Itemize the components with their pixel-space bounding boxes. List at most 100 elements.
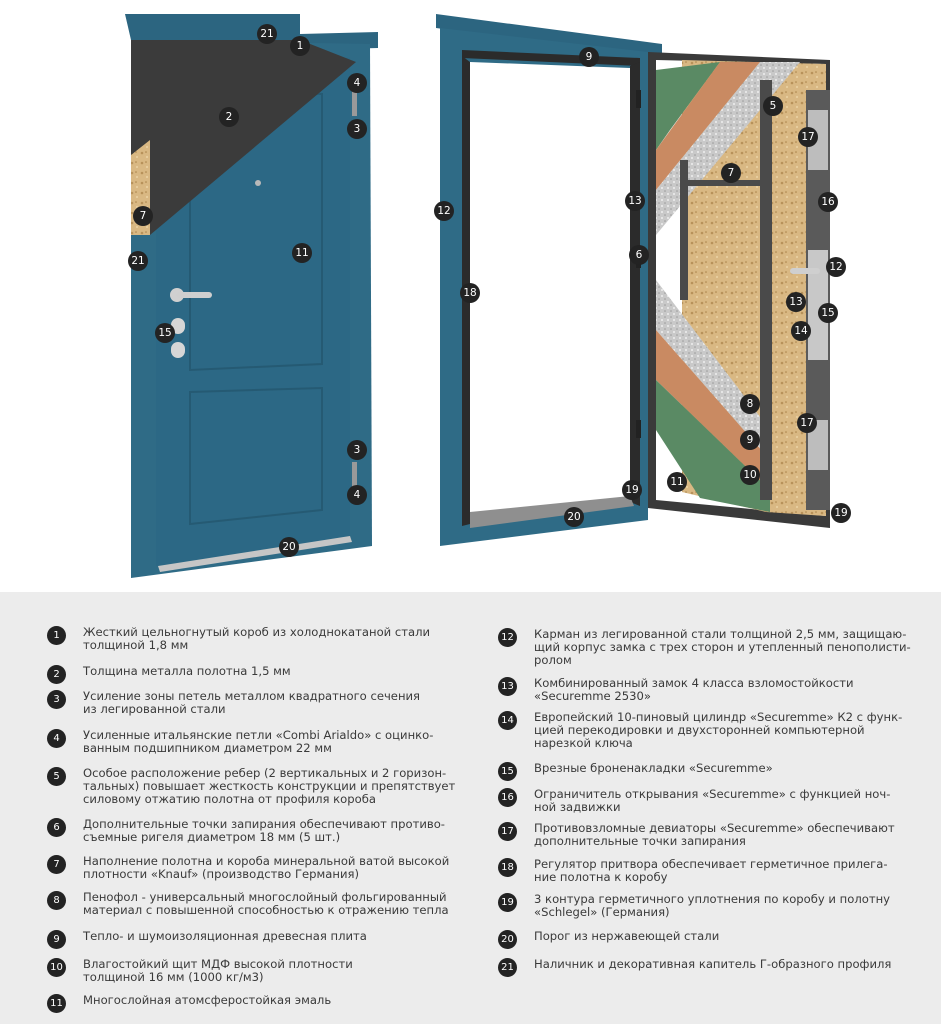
legend-number: 18 [498, 858, 517, 877]
legend-number: 21 [498, 958, 517, 977]
legend-item-8: 8 Пенофол - универсальный многослойный ф… [47, 891, 449, 917]
legend-item-14: 14 Европейский 10-пиновый цилиндр «Secur… [498, 711, 902, 750]
marker-17: 17 [797, 413, 817, 433]
marker-3: 3 [347, 440, 367, 460]
marker-18: 18 [460, 283, 480, 303]
marker-19: 19 [831, 503, 851, 523]
vertical-rib-2 [680, 160, 688, 300]
legend-text: Карман из легированной стали толщиной 2,… [534, 627, 911, 667]
legend-number: 8 [47, 891, 66, 910]
legend-number: 16 [498, 788, 517, 807]
legend-number: 13 [498, 677, 517, 696]
legend-item-11: 11 Многослойная атомсферостойкая эмаль [47, 994, 331, 1013]
hinge-upper [352, 82, 357, 116]
legend-text: Дополнительные точки запирания обеспечив… [83, 817, 445, 844]
marker-6: 6 [629, 245, 649, 265]
marker-8: 8 [740, 394, 760, 414]
legend-number: 15 [498, 762, 517, 781]
legend-item-7: 7 Наполнение полотна и короба минерально… [47, 855, 449, 881]
marker-4: 4 [347, 73, 367, 93]
legend-text: Пенофол - универсальный многослойный фол… [83, 890, 449, 917]
vertical-rib [760, 80, 772, 500]
legend-number: 3 [47, 690, 66, 709]
legend-text: Порог из нержавеющей стали [534, 929, 720, 943]
legend-item-2: 2 Толщина металла полотна 1,5 мм [47, 665, 291, 684]
inner-handle-icon [790, 268, 820, 274]
layer-green-top [656, 62, 720, 150]
layer-mdf-bottom [656, 330, 770, 490]
legend-item-6: 6 Дополнительные точки запирания обеспеч… [47, 818, 445, 844]
frame-opening [470, 62, 630, 524]
door-illustration: 21 1 2 7 21 4 3 11 15 3 4 20 9 12 18 13 … [125, 14, 851, 578]
legend-item-5: 5 Особое расположение ребер (2 вертикаль… [47, 767, 455, 806]
marker-14: 14 [791, 321, 811, 341]
legend-number: 20 [498, 930, 517, 949]
legend-text: Жесткий цельногнутый короб из холоднокат… [83, 625, 431, 652]
marker-21: 21 [128, 251, 148, 271]
legend-item-16: 16 Ограничитель открывания «Securemme» с… [498, 788, 890, 814]
legend-text: Врезные броненакладки «Securemme» [534, 761, 773, 775]
marker-1: 1 [290, 36, 310, 56]
legend-number: 19 [498, 893, 517, 912]
legend-item-20: 20 Порог из нержавеющей стали [498, 930, 719, 949]
escutcheon-lower [171, 342, 185, 358]
marker-12: 12 [826, 257, 846, 277]
door-frame [436, 14, 662, 546]
legend-number: 17 [498, 822, 517, 841]
legend-number: 7 [47, 855, 66, 874]
hinge-lower [352, 462, 357, 496]
lower-panel [189, 386, 323, 526]
marker-4: 4 [347, 485, 367, 505]
legend-number: 5 [47, 767, 66, 786]
legend-number: 11 [47, 994, 66, 1013]
marker-9: 9 [740, 430, 760, 450]
frame-capital [436, 14, 662, 58]
legend-item-21: 21 Наличник и декоративная капитель Г-об… [498, 958, 891, 977]
marker-20: 20 [564, 507, 584, 527]
door-capital [125, 14, 300, 40]
legend-text: Усиленные итальянские петли «Combi Arial… [83, 728, 434, 755]
marker-7: 7 [721, 163, 741, 183]
legend-text: Противовзломные девиаторы «Securemme» об… [534, 821, 895, 848]
threshold [158, 536, 352, 572]
marker-19: 19 [622, 480, 642, 500]
legend-text: Комбинированный замок 4 класса взломосто… [534, 676, 854, 703]
front-door [125, 14, 378, 578]
marker-7: 7 [133, 206, 153, 226]
marker-11: 11 [667, 472, 687, 492]
legend-text: Наполнение полотна и короба минеральной … [83, 854, 450, 881]
legend-item-3: 3 Усиление зоны петель металлом квадратн… [47, 690, 420, 716]
legend-item-4: 4 Усиленные итальянские петли «Combi Ari… [47, 729, 433, 755]
open-leaf [636, 52, 830, 528]
door-handle-icon [176, 292, 212, 298]
legend-item-9: 9 Тепло- и шумоизоляционная древесная пл… [47, 930, 367, 949]
legend-item-10: 10 Влагостойкий щит МДФ высокой плотност… [47, 958, 353, 984]
marker-13: 13 [786, 292, 806, 312]
legend-text: Усиление зоны петель металлом квадратног… [83, 689, 421, 716]
marker-9: 9 [579, 47, 599, 67]
legend-number: 10 [47, 958, 66, 977]
legend-number: 12 [498, 628, 517, 647]
steel-cutaway [131, 40, 356, 235]
marker-20: 20 [279, 537, 299, 557]
legend-number: 1 [47, 626, 66, 645]
marker-11: 11 [292, 243, 312, 263]
legend-text: Наличник и декоративная капитель Г-образ… [534, 957, 892, 971]
frame-threshold [470, 496, 634, 528]
legend-text: Влагостойкий щит МДФ высокой плотности т… [83, 957, 353, 984]
legend-item-15: 15 Врезные броненакладки «Securemme» [498, 762, 773, 781]
marker-3: 3 [347, 119, 367, 139]
marker-16: 16 [818, 192, 838, 212]
legend-text: Тепло- и шумоизоляционная древесная плит… [83, 929, 367, 943]
legend-text: 3 контура герметичного уплотнения по кор… [534, 892, 891, 919]
marker-13: 13 [625, 191, 645, 211]
legend-text: Ограничитель открывания «Securemme» с фу… [534, 787, 891, 814]
legend-number: 2 [47, 665, 66, 684]
horizontal-rib [680, 180, 770, 186]
legend-text: Регулятор притвора обеспечивает герметич… [534, 857, 888, 884]
legend-item-12: 12 Карман из легированной стали толщиной… [498, 628, 911, 667]
marker-2: 2 [219, 107, 239, 127]
legend-number: 14 [498, 711, 517, 730]
legend-text: Особое расположение ребер (2 вертикальны… [83, 766, 456, 806]
marker-10: 10 [740, 465, 760, 485]
